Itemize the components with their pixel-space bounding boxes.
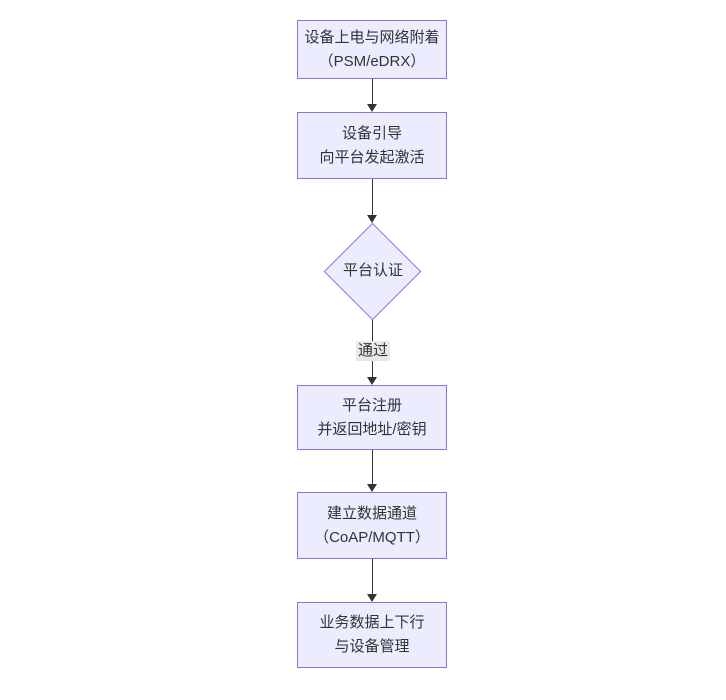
node-text-line: 设备引导 <box>341 124 402 142</box>
flow-node-platform-register: 平台注册 并返回地址/密钥 <box>297 385 447 450</box>
node-text-line: 平台注册 <box>341 396 402 414</box>
node-text-line: 与设备管理 <box>334 638 410 655</box>
flow-node-data-channel: 建立数据通道 （CoAP/MQTT） <box>297 492 447 559</box>
edge-label-pass: 通过 <box>355 341 391 361</box>
node-text-line: 并返回地址/密钥 <box>317 420 427 438</box>
node-text-line: （CoAP/MQTT） <box>314 528 430 546</box>
edge-line-d-e <box>372 450 373 484</box>
arrowhead-icon <box>367 377 377 385</box>
node-text-line: 设备上电与网络附着 <box>304 28 440 46</box>
node-text-line: 向平台发起激活 <box>319 148 425 166</box>
edge-line-b-c <box>372 179 373 215</box>
arrowhead-icon <box>367 104 377 112</box>
arrowhead-icon <box>367 215 377 223</box>
flow-node-business-data-device-mgmt: 业务数据上下行 与设备管理 <box>297 602 447 668</box>
arrowhead-icon <box>367 594 377 602</box>
decision-label: 平台认证 <box>342 262 403 279</box>
arrowhead-icon <box>367 484 377 492</box>
node-text-line: （PSM/eDRX） <box>318 52 426 70</box>
edge-line-e-f <box>372 559 373 594</box>
node-text-line: 业务数据上下行 <box>319 614 425 631</box>
flow-node-bootstrap-activate: 设备引导 向平台发起激活 <box>297 112 447 179</box>
flow-node-power-network-attach: 设备上电与网络附着 （PSM/eDRX） <box>297 20 447 79</box>
node-text-line: 建立数据通道 <box>326 504 417 522</box>
edge-line-a-b <box>372 79 373 104</box>
